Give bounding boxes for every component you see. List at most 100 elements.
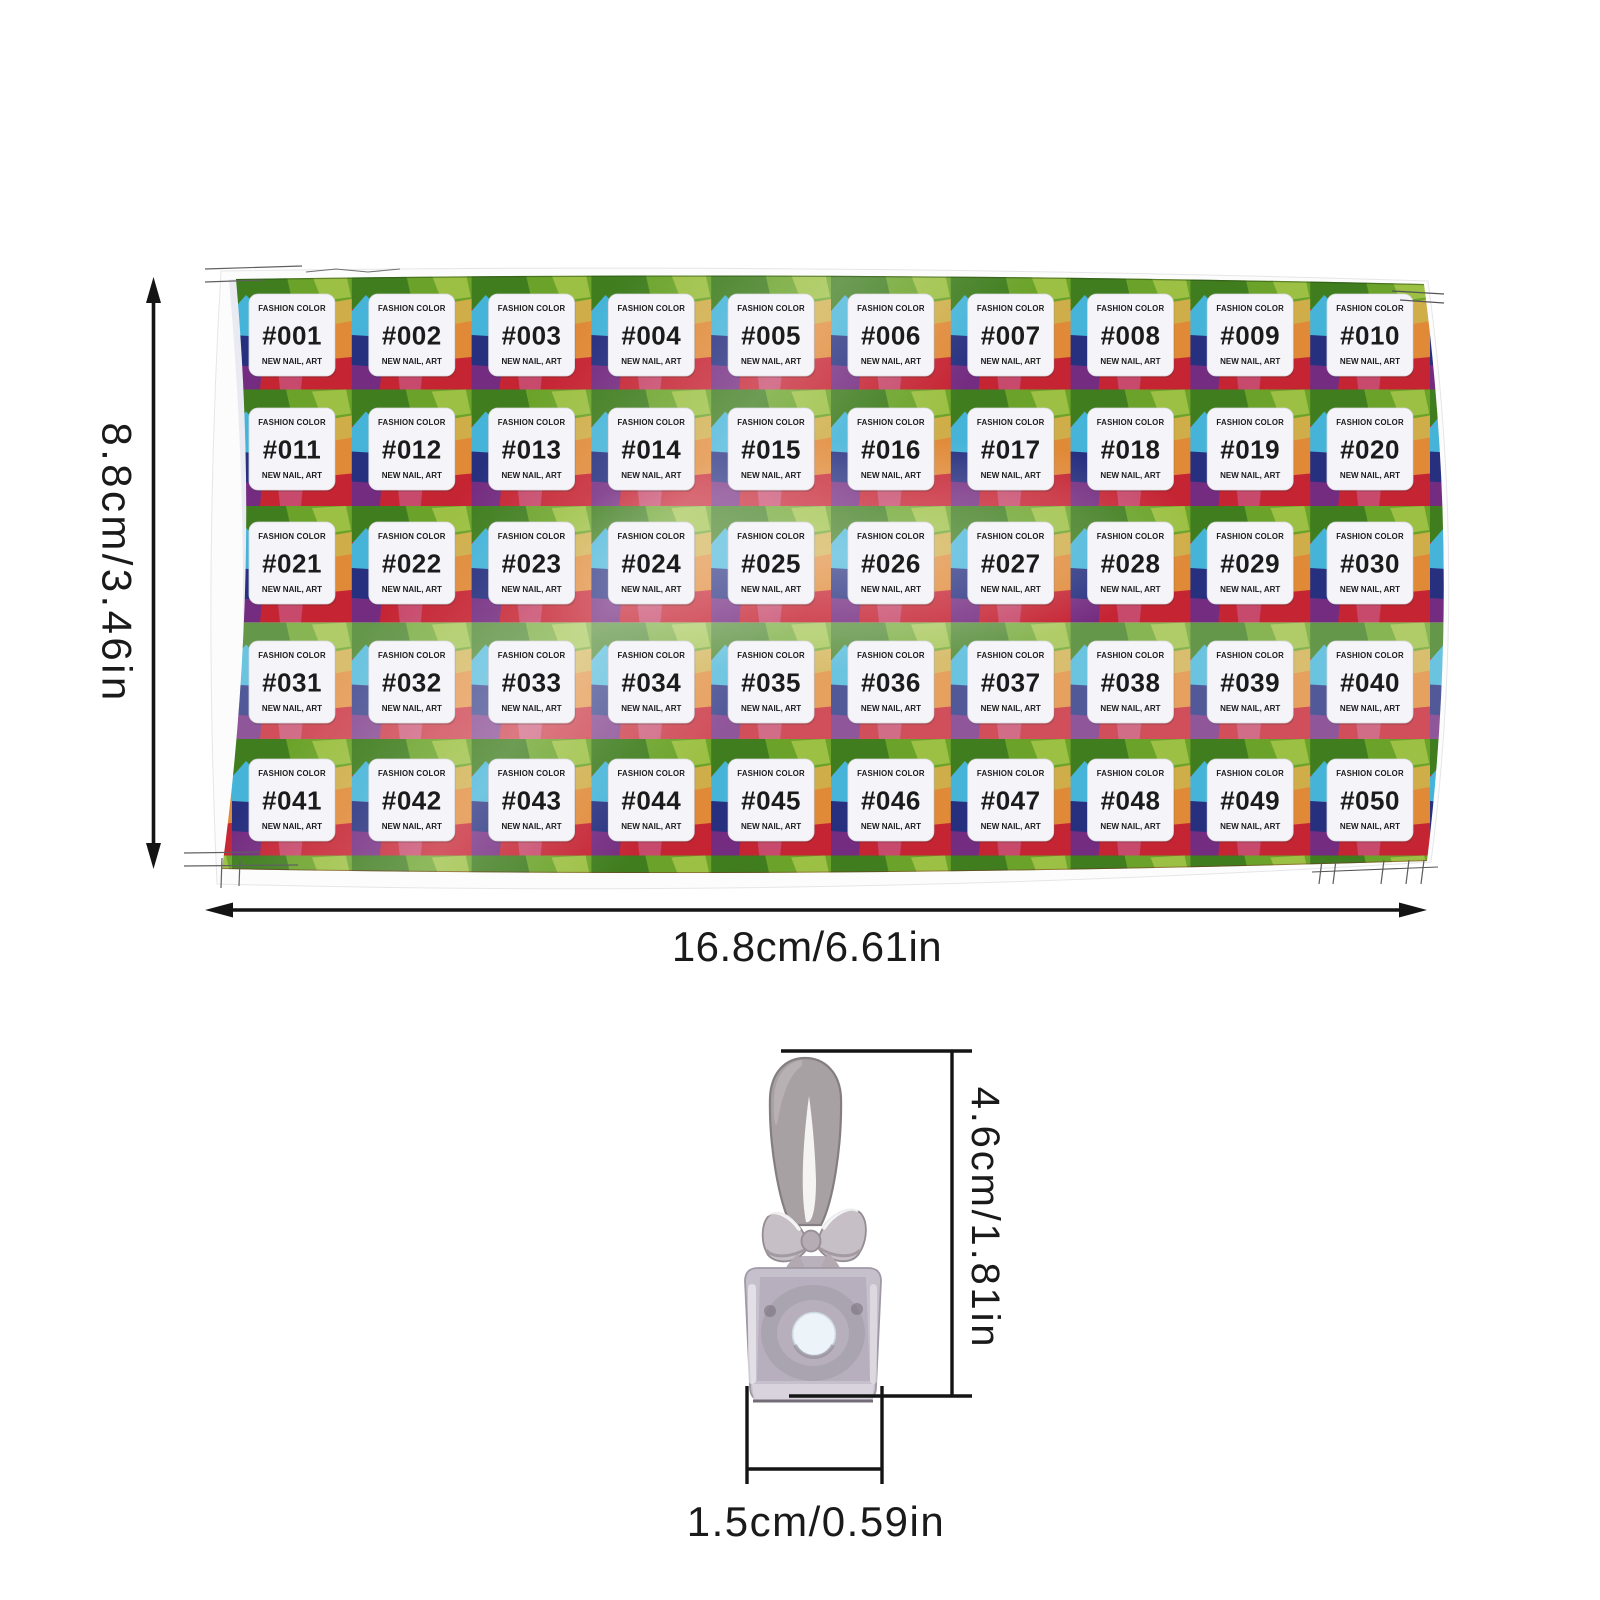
svg-text:FASHION COLOR: FASHION COLOR bbox=[378, 304, 446, 313]
svg-text:#014: #014 bbox=[621, 435, 681, 465]
svg-text:#001: #001 bbox=[262, 321, 322, 351]
svg-text:#026: #026 bbox=[861, 549, 921, 579]
svg-text:#009: #009 bbox=[1220, 321, 1280, 351]
svg-text:#024: #024 bbox=[621, 549, 681, 579]
svg-text:NEW NAIL, ART: NEW NAIL, ART bbox=[1220, 471, 1280, 480]
svg-text:FASHION COLOR: FASHION COLOR bbox=[258, 651, 326, 660]
svg-text:FASHION COLOR: FASHION COLOR bbox=[1216, 532, 1284, 541]
svg-text:NEW NAIL, ART: NEW NAIL, ART bbox=[621, 585, 681, 594]
svg-text:FASHION COLOR: FASHION COLOR bbox=[498, 304, 566, 313]
svg-text:NEW NAIL, ART: NEW NAIL, ART bbox=[981, 704, 1041, 713]
svg-text:NEW NAIL, ART: NEW NAIL, ART bbox=[1340, 471, 1400, 480]
svg-text:NEW NAIL, ART: NEW NAIL, ART bbox=[382, 704, 442, 713]
svg-text:NEW NAIL, ART: NEW NAIL, ART bbox=[382, 471, 442, 480]
svg-text:FASHION COLOR: FASHION COLOR bbox=[737, 418, 805, 427]
svg-text:NEW NAIL, ART: NEW NAIL, ART bbox=[1220, 704, 1280, 713]
svg-text:#029: #029 bbox=[1220, 549, 1280, 579]
svg-text:#015: #015 bbox=[741, 435, 801, 465]
svg-text:#007: #007 bbox=[981, 321, 1041, 351]
svg-text:FASHION COLOR: FASHION COLOR bbox=[1216, 418, 1284, 427]
svg-text:NEW NAIL, ART: NEW NAIL, ART bbox=[621, 704, 681, 713]
svg-text:NEW NAIL, ART: NEW NAIL, ART bbox=[1220, 585, 1280, 594]
svg-text:NEW NAIL, ART: NEW NAIL, ART bbox=[502, 357, 562, 366]
svg-text:NEW NAIL, ART: NEW NAIL, ART bbox=[741, 357, 801, 366]
svg-text:NEW NAIL, ART: NEW NAIL, ART bbox=[621, 471, 681, 480]
svg-text:NEW NAIL, ART: NEW NAIL, ART bbox=[741, 704, 801, 713]
svg-text:#020: #020 bbox=[1340, 435, 1400, 465]
svg-text:FASHION COLOR: FASHION COLOR bbox=[378, 769, 446, 778]
svg-text:FASHION COLOR: FASHION COLOR bbox=[618, 418, 686, 427]
svg-text:#047: #047 bbox=[981, 786, 1041, 816]
svg-text:1.5cm/0.59in: 1.5cm/0.59in bbox=[687, 1498, 945, 1545]
svg-text:#038: #038 bbox=[1101, 668, 1161, 698]
svg-text:NEW NAIL, ART: NEW NAIL, ART bbox=[861, 357, 921, 366]
svg-text:FASHION COLOR: FASHION COLOR bbox=[737, 769, 805, 778]
svg-text:FASHION COLOR: FASHION COLOR bbox=[977, 304, 1045, 313]
svg-text:#030: #030 bbox=[1340, 549, 1400, 579]
svg-text:16.8cm/6.61in: 16.8cm/6.61in bbox=[672, 923, 942, 970]
svg-text:NEW NAIL, ART: NEW NAIL, ART bbox=[1340, 357, 1400, 366]
svg-text:FASHION COLOR: FASHION COLOR bbox=[618, 651, 686, 660]
svg-text:NEW NAIL, ART: NEW NAIL, ART bbox=[861, 822, 921, 831]
svg-text:#046: #046 bbox=[861, 786, 921, 816]
svg-text:#022: #022 bbox=[382, 549, 442, 579]
svg-text:#017: #017 bbox=[981, 435, 1041, 465]
svg-text:FASHION COLOR: FASHION COLOR bbox=[857, 651, 925, 660]
svg-text:FASHION COLOR: FASHION COLOR bbox=[258, 418, 326, 427]
svg-text:8.8cm/3.46in: 8.8cm/3.46in bbox=[93, 422, 140, 703]
svg-text:FASHION COLOR: FASHION COLOR bbox=[857, 769, 925, 778]
svg-text:FASHION COLOR: FASHION COLOR bbox=[378, 532, 446, 541]
svg-text:NEW NAIL, ART: NEW NAIL, ART bbox=[861, 471, 921, 480]
svg-text:#045: #045 bbox=[741, 786, 801, 816]
svg-text:NEW NAIL, ART: NEW NAIL, ART bbox=[382, 585, 442, 594]
svg-text:FASHION COLOR: FASHION COLOR bbox=[258, 532, 326, 541]
svg-text:#002: #002 bbox=[382, 321, 442, 351]
svg-text:FASHION COLOR: FASHION COLOR bbox=[737, 304, 805, 313]
svg-text:NEW NAIL, ART: NEW NAIL, ART bbox=[382, 357, 442, 366]
svg-text:#012: #012 bbox=[382, 435, 442, 465]
svg-text:NEW NAIL, ART: NEW NAIL, ART bbox=[1340, 822, 1400, 831]
svg-text:FASHION COLOR: FASHION COLOR bbox=[498, 532, 566, 541]
svg-text:NEW NAIL, ART: NEW NAIL, ART bbox=[262, 822, 322, 831]
svg-text:FASHION COLOR: FASHION COLOR bbox=[1336, 304, 1404, 313]
svg-text:#027: #027 bbox=[981, 549, 1041, 579]
svg-text:FASHION COLOR: FASHION COLOR bbox=[977, 651, 1045, 660]
svg-text:FASHION COLOR: FASHION COLOR bbox=[1336, 532, 1404, 541]
svg-text:FASHION COLOR: FASHION COLOR bbox=[618, 304, 686, 313]
svg-text:FASHION COLOR: FASHION COLOR bbox=[1097, 304, 1165, 313]
svg-text:FASHION COLOR: FASHION COLOR bbox=[378, 651, 446, 660]
svg-text:#011: #011 bbox=[263, 435, 321, 465]
svg-text:NEW NAIL, ART: NEW NAIL, ART bbox=[1220, 822, 1280, 831]
svg-text:#019: #019 bbox=[1220, 435, 1280, 465]
svg-text:NEW NAIL, ART: NEW NAIL, ART bbox=[502, 471, 562, 480]
svg-text:FASHION COLOR: FASHION COLOR bbox=[498, 418, 566, 427]
svg-text:4.6cm/1.81in: 4.6cm/1.81in bbox=[963, 1087, 1007, 1350]
svg-text:#005: #005 bbox=[741, 321, 801, 351]
svg-text:NEW NAIL, ART: NEW NAIL, ART bbox=[861, 585, 921, 594]
svg-text:#025: #025 bbox=[741, 549, 801, 579]
svg-text:FASHION COLOR: FASHION COLOR bbox=[258, 304, 326, 313]
svg-text:FASHION COLOR: FASHION COLOR bbox=[618, 769, 686, 778]
svg-text:#003: #003 bbox=[502, 321, 562, 351]
svg-text:NEW NAIL, ART: NEW NAIL, ART bbox=[981, 585, 1041, 594]
svg-text:NEW NAIL, ART: NEW NAIL, ART bbox=[262, 704, 322, 713]
svg-text:NEW NAIL, ART: NEW NAIL, ART bbox=[981, 822, 1041, 831]
svg-text:#023: #023 bbox=[502, 549, 562, 579]
svg-text:NEW NAIL, ART: NEW NAIL, ART bbox=[621, 357, 681, 366]
svg-text:FASHION COLOR: FASHION COLOR bbox=[1097, 769, 1165, 778]
svg-text:FASHION COLOR: FASHION COLOR bbox=[1097, 532, 1165, 541]
svg-text:FASHION COLOR: FASHION COLOR bbox=[498, 651, 566, 660]
svg-text:#031: #031 bbox=[262, 668, 322, 698]
svg-text:#033: #033 bbox=[502, 668, 562, 698]
svg-text:NEW NAIL, ART: NEW NAIL, ART bbox=[741, 585, 801, 594]
svg-text:#008: #008 bbox=[1101, 321, 1161, 351]
svg-text:FASHION COLOR: FASHION COLOR bbox=[618, 532, 686, 541]
svg-text:#006: #006 bbox=[861, 321, 921, 351]
svg-text:FASHION COLOR: FASHION COLOR bbox=[258, 769, 326, 778]
svg-text:#049: #049 bbox=[1220, 786, 1280, 816]
svg-text:FASHION COLOR: FASHION COLOR bbox=[498, 769, 566, 778]
svg-text:#041: #041 bbox=[262, 786, 322, 816]
svg-text:FASHION COLOR: FASHION COLOR bbox=[977, 769, 1045, 778]
svg-text:#050: #050 bbox=[1340, 786, 1400, 816]
svg-text:#044: #044 bbox=[621, 786, 681, 816]
